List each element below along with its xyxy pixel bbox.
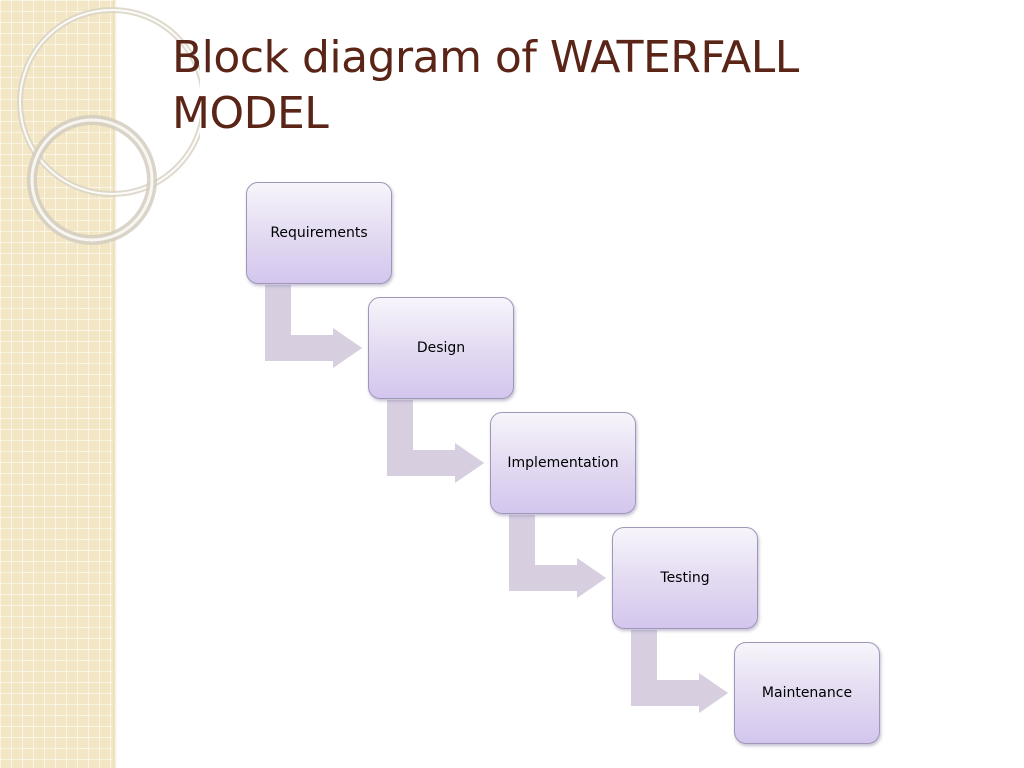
bent-arrow-2: [385, 398, 488, 487]
step-box-design: Design: [368, 297, 514, 399]
step-box-maintenance: Maintenance: [734, 642, 880, 744]
bent-arrow-4: [629, 628, 732, 717]
step-box-requirements: Requirements: [246, 182, 392, 284]
decorative-rings: [17, 7, 200, 245]
slide-title: Block diagram of WATERFALL MODEL: [172, 32, 799, 139]
step-box-implementation: Implementation: [490, 412, 636, 514]
sidebar-edge: [113, 0, 117, 768]
step-box-testing: Testing: [612, 527, 758, 629]
bent-arrow-3: [507, 513, 610, 602]
bent-arrow-1: [263, 283, 366, 372]
